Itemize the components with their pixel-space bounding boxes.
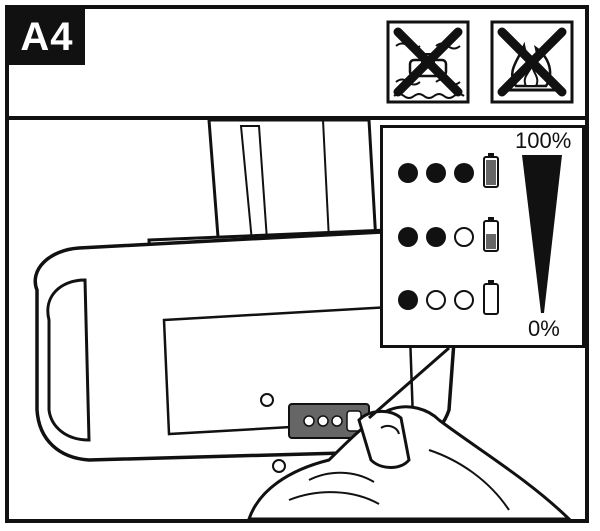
battery-illustration [33,120,572,519]
led-lit [398,290,418,310]
charge-max-label: 100% [515,128,572,153]
no-water-icon [386,20,470,104]
charge-min-label: 0% [528,316,560,341]
charge-scale-wedge [522,155,562,313]
battery-full-icon [483,153,499,188]
led-lit [398,227,418,247]
led-off [426,290,446,310]
battery-empty-icon [483,280,499,315]
step-label: A4 [9,9,85,65]
battery-medium-icon [483,217,499,252]
header-divider [5,116,589,120]
led-lit [454,163,474,183]
charge-level-low [398,280,499,315]
charge-level-table [398,153,562,315]
led-off [454,290,474,310]
led-lit [426,163,446,183]
led-off [454,227,474,247]
charge-level-full [398,153,499,188]
no-fire-icon [490,20,574,104]
led-lit [426,227,446,247]
led-lit [398,163,418,183]
charge-level-medium [398,217,499,252]
